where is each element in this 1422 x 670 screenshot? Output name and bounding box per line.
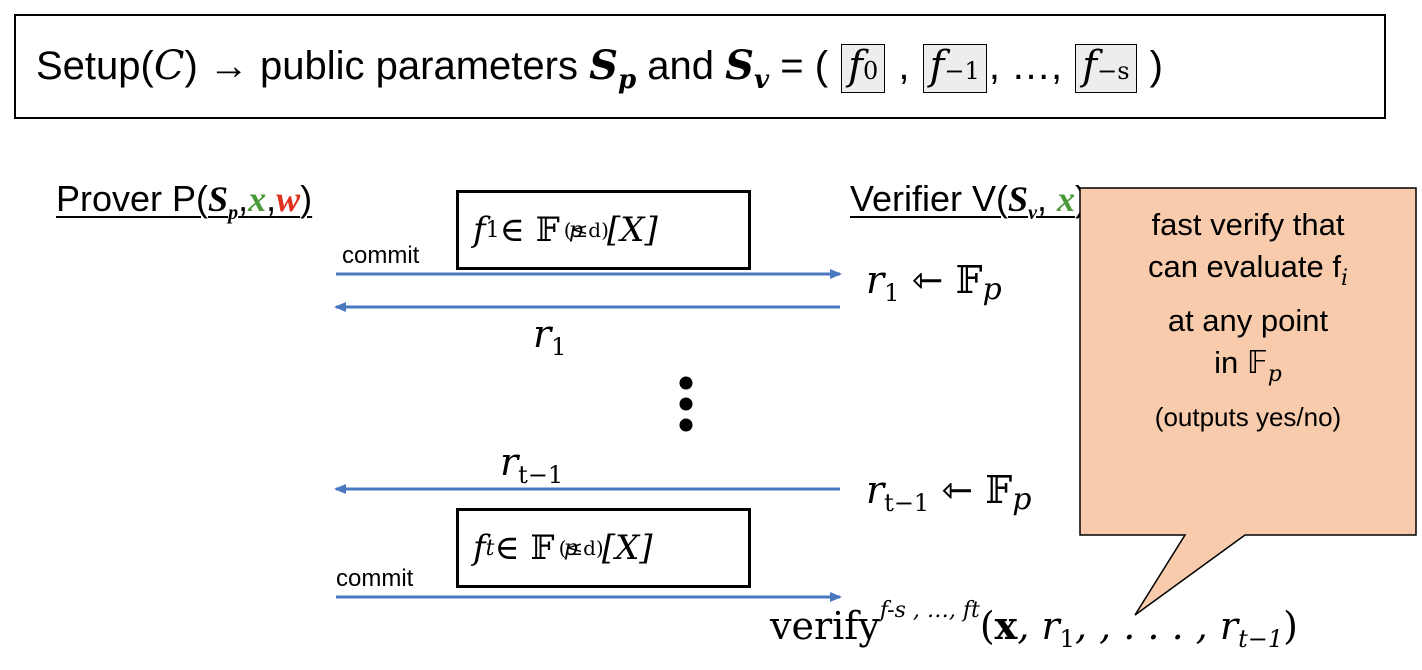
prover-text: Prover P( xyxy=(56,178,209,219)
challenge-r1: r1 ⇽ 𝔽p xyxy=(866,258,1002,307)
commit-label-1: commit xyxy=(342,242,420,269)
commit-label-t: commit xyxy=(336,565,414,592)
dot-1 xyxy=(679,376,693,390)
verify-rt-sub: t−1 xyxy=(1238,625,1284,653)
ft-field-p: p xyxy=(563,535,578,561)
ft-in-field: ∈ 𝔽 xyxy=(494,528,555,568)
verify-r: , r xyxy=(1017,604,1060,648)
rt-sample: ⇽ 𝔽 xyxy=(929,468,1013,512)
fm1-sub: −1 xyxy=(944,56,980,85)
rt-field-p: p xyxy=(1012,482,1032,517)
verify-close: ) xyxy=(1283,604,1298,648)
prover-x: x xyxy=(248,179,267,219)
setup-and: and xyxy=(647,44,726,88)
setup-var-c: C xyxy=(153,43,185,89)
sv-symbol: Sv xyxy=(725,42,769,95)
tooltip-line-2-text: can evaluate f xyxy=(1147,249,1341,284)
ft-ring: [X] xyxy=(601,528,653,568)
verify-x: x xyxy=(994,603,1018,648)
r1-field-p: p xyxy=(982,272,1002,307)
sp-sub: p xyxy=(617,65,637,95)
verifier-s-sub: v xyxy=(1028,202,1037,225)
prover-sep: , xyxy=(238,178,249,219)
f0-sub: 0 xyxy=(862,56,879,85)
dot-2 xyxy=(679,397,693,411)
prover-sp: Sp xyxy=(208,179,238,224)
dot-3 xyxy=(679,418,693,432)
reply-r1-sub: 1 xyxy=(551,333,567,361)
tooltip-line-2: can evaluate fi xyxy=(1080,246,1416,300)
setup-arrow: → xyxy=(208,44,249,88)
verifier-sep: , xyxy=(1036,178,1057,219)
setup-close: ) xyxy=(1138,44,1163,88)
tooltip-line-5: (outputs yes/no) xyxy=(1154,402,1342,432)
verify-oracles: f-s , …, ft xyxy=(879,598,980,623)
r1-sample: ⇽ 𝔽 xyxy=(899,258,983,302)
fms-box: f−s xyxy=(1075,43,1137,93)
sp-symbol: Sp xyxy=(589,42,636,95)
verifier-x: x xyxy=(1056,179,1075,219)
sv-base: S xyxy=(725,42,755,89)
reply-rt: rt−1 xyxy=(500,440,564,489)
verify-mid: , , . . . , r xyxy=(1074,604,1239,648)
tooltip-line-4-text: in 𝔽 xyxy=(1214,345,1268,380)
f1-in-field: ∈ 𝔽 xyxy=(499,210,560,250)
reply-r1: r1 xyxy=(533,312,567,361)
verify-expression: verifyf-s , …, ft(x, r1, , . . . , rt−1) xyxy=(770,598,1298,653)
setup-prefix: Setup( xyxy=(36,44,154,88)
f0-box: f0 xyxy=(841,43,886,93)
prover-close: ) xyxy=(300,178,313,219)
prover-s: S xyxy=(208,179,229,219)
verify-open: ( xyxy=(979,604,995,648)
verifier-s: S xyxy=(1008,179,1029,219)
fm1-box: f−1 xyxy=(922,43,987,93)
setup-public-parameters: public parameters xyxy=(248,44,590,88)
prover-s-sub: p xyxy=(228,202,239,225)
tooltip-line-2-sub: i xyxy=(1340,266,1349,291)
setup-box xyxy=(14,14,1386,119)
f1-ring: [X] xyxy=(606,210,658,250)
ft-sub: t xyxy=(485,535,495,561)
ft-degree: (≤d) xyxy=(558,536,604,560)
setup-line: Setup(C) → public parameters Sp and Sv =… xyxy=(36,28,1163,118)
setup-equals: = ( xyxy=(780,44,840,88)
prover-label: Prover P(Sp,x,w) xyxy=(56,178,312,225)
reply-rt-sub: t−1 xyxy=(518,461,564,489)
verifier-label: Verifier V(Sv, x) xyxy=(850,178,1087,225)
rt-sub: t−1 xyxy=(884,489,930,517)
verify-word: verify xyxy=(770,604,880,648)
r1-sub: 1 xyxy=(884,279,900,307)
tooltip-line-4-sub: p xyxy=(1267,362,1282,387)
tooltip-line-3: at any point xyxy=(1167,303,1329,338)
challenge-rt: rt−1 ⇽ 𝔽p xyxy=(866,468,1032,517)
sv-sub: v xyxy=(754,65,770,95)
verifier-sv: Sv xyxy=(1008,179,1037,224)
f1-degree: (≤d) xyxy=(563,218,609,242)
verifier-text: Verifier V( xyxy=(850,178,1009,219)
fms-sub: −s xyxy=(1097,56,1130,85)
tooltip-line-4: in 𝔽p xyxy=(1080,342,1416,396)
verify-r1-sub: 1 xyxy=(1059,625,1075,653)
f1-field-p: p xyxy=(568,217,583,243)
sp-base: S xyxy=(589,42,618,89)
tooltip-line-1: fast verify that xyxy=(1151,207,1345,242)
tooltip-text: fast verify that can evaluate fi at any … xyxy=(1080,204,1416,438)
prover-sep-2: , xyxy=(266,178,277,219)
f1-sub: 1 xyxy=(485,217,500,243)
prover-w: w xyxy=(276,179,301,219)
setup-comma-1: , xyxy=(887,44,921,88)
tooltip-callout-shape xyxy=(1079,187,1417,616)
setup-close-paren: ) xyxy=(184,44,198,88)
setup-ellipsis: , …, xyxy=(988,44,1074,88)
